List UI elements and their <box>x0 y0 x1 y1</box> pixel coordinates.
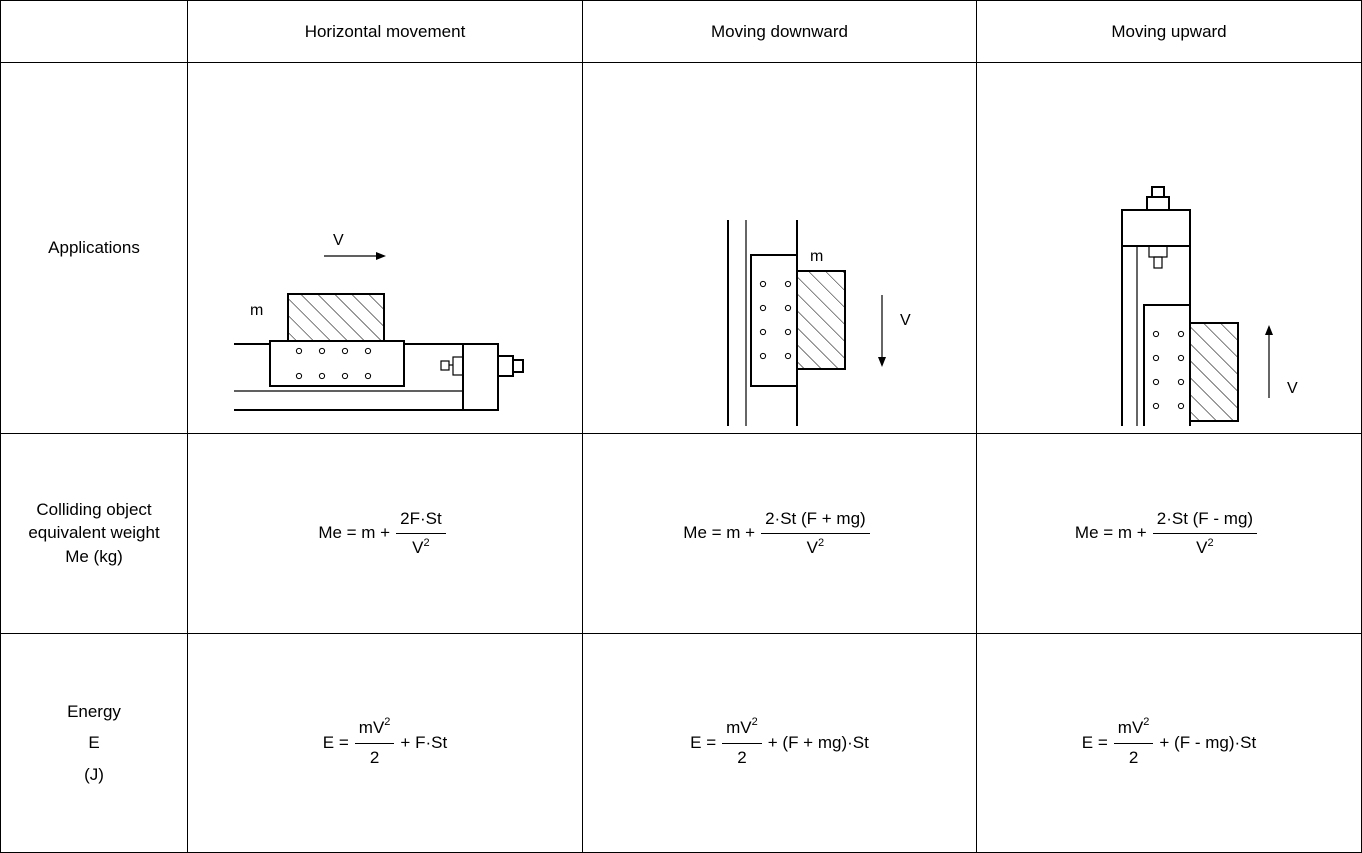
equivalent-weight-label-line2: equivalent weight <box>28 523 160 543</box>
applications-row: Applications <box>0 62 1362 513</box>
energy-label: Energy E (J) <box>0 632 188 853</box>
e-upward-formula: E = mV2 2 + (F - mg)·St <box>1082 716 1256 770</box>
energy-row: Energy E (J) E = mV2 2 + F·St E = mV2 2 <box>0 632 1362 853</box>
end-block <box>462 343 499 411</box>
mass-block <box>796 270 846 370</box>
header-row: Horizontal movement Moving downward Movi… <box>0 0 1362 63</box>
me-horizontal-formula: Me = m + 2F·St V2 <box>318 507 451 561</box>
energy-label-line1: Energy <box>67 701 121 721</box>
fraction: mV2 2 <box>722 716 762 770</box>
e-downward-cell: E = mV2 2 + (F + mg)·St <box>582 632 977 853</box>
horizontal-diagram-cell: V m <box>187 62 583 434</box>
formula-lhs: Me = m + <box>1074 523 1147 543</box>
numerator-exponent: 2 <box>384 716 391 729</box>
numerator-base: mV <box>358 718 385 737</box>
denominator: V2 <box>1196 534 1213 560</box>
bolt-holes <box>1152 330 1185 410</box>
formula-rhs: + (F + mg)·St <box>767 732 869 752</box>
mass-block <box>287 293 385 342</box>
denominator-base: V <box>806 538 818 558</box>
me-downward-cell: Me = m + 2·St (F + mg) V2 <box>582 432 977 634</box>
denominator-base: V <box>1196 538 1208 558</box>
denominator-exponent: 2 <box>1207 536 1214 549</box>
velocity-label: V <box>1287 380 1298 397</box>
denominator-exponent: 2 <box>423 536 430 549</box>
fraction: 2F·St V2 <box>396 507 446 561</box>
me-upward-formula: Me = m + 2·St (F - mg) V2 <box>1075 507 1263 561</box>
slider-body <box>269 340 405 387</box>
denominator: V2 <box>807 534 824 560</box>
slider-body <box>750 254 798 387</box>
e-downward-formula: E = mV2 2 + (F + mg)·St <box>690 716 869 770</box>
formula-rhs: + F·St <box>400 732 448 752</box>
numerator: mV2 <box>354 716 395 744</box>
velocity-label: V <box>333 232 344 249</box>
mass-label: m <box>810 248 823 265</box>
denominator: 2 <box>369 747 380 767</box>
numerator: 2·St (F + mg) <box>761 507 870 535</box>
shock-nut <box>512 359 524 373</box>
energy-label-line3: (J) <box>84 764 104 784</box>
mass-label: m <box>250 302 263 319</box>
formula-lhs: E = <box>1081 732 1108 752</box>
bolt-holes <box>295 347 372 380</box>
me-upward-cell: Me = m + 2·St (F - mg) V2 <box>976 432 1362 634</box>
fraction: 2·St (F + mg) V2 <box>761 507 870 561</box>
denominator: 2 <box>1128 747 1139 767</box>
equivalent-weight-label-line1: Colliding object <box>36 499 152 519</box>
e-horizontal-formula: E = mV2 2 + F·St <box>323 716 447 770</box>
end-block <box>1121 209 1191 247</box>
equivalent-weight-row: Colliding object equivalent weight Me (k… <box>0 432 1362 634</box>
moving-downward-diagram: m V <box>727 220 911 513</box>
numerator: mV2 <box>1113 716 1154 744</box>
denominator-base: V <box>412 538 424 558</box>
downward-diagram-cell: m V <box>582 62 977 513</box>
formula-lhs: Me = m + <box>318 523 391 543</box>
shock-thread <box>1146 196 1170 211</box>
e-upward-cell: E = mV2 2 + (F - mg)·St <box>976 632 1362 853</box>
velocity-label: V <box>900 312 911 329</box>
numerator-exponent: 2 <box>751 716 758 729</box>
numerator-base: mV <box>1117 718 1144 737</box>
formula-lhs: E = <box>322 732 349 752</box>
formula-lhs: Me = m + <box>683 523 756 543</box>
formula-lhs: E = <box>690 732 717 752</box>
mass-block <box>1189 322 1239 422</box>
header-moving-downward: Moving downward <box>582 0 977 63</box>
upward-diagram-cell: V m <box>976 62 1362 473</box>
header-horizontal-movement: Horizontal movement <box>187 0 583 63</box>
applications-label: Applications <box>0 62 188 434</box>
numerator: mV2 <box>722 716 762 744</box>
energy-label-line2: E <box>88 733 100 753</box>
numerator: 2·St (F - mg) <box>1152 507 1258 535</box>
shock-thread <box>497 355 514 377</box>
denominator: V2 <box>412 534 429 560</box>
equivalent-weight-label: Colliding object equivalent weight Me (k… <box>0 432 188 634</box>
bolt-holes <box>759 280 792 360</box>
shock-rod <box>440 360 450 371</box>
fraction: 2·St (F - mg) V2 <box>1152 507 1258 561</box>
e-horizontal-cell: E = mV2 2 + F·St <box>187 632 583 853</box>
fraction: mV2 2 <box>1113 716 1154 770</box>
numerator-base: mV <box>726 718 752 737</box>
shock-nut <box>1151 186 1165 198</box>
me-downward-formula: Me = m + 2·St (F + mg) V2 <box>683 507 875 561</box>
numerator-exponent: 2 <box>1143 716 1150 729</box>
shock-rod <box>1148 245 1168 258</box>
denominator-exponent: 2 <box>818 536 825 549</box>
header-moving-upward: Moving upward <box>976 0 1362 63</box>
horizontal-movement-diagram: V m <box>234 232 524 411</box>
corner-cell <box>0 0 188 63</box>
fraction: mV2 2 <box>354 716 395 770</box>
numerator: 2F·St <box>396 507 446 535</box>
denominator: 2 <box>737 747 747 767</box>
equivalent-weight-label-line3: Me (kg) <box>65 547 123 567</box>
moving-upward-diagram: V m <box>1121 186 1298 473</box>
formula-rhs: + (F - mg)·St <box>1159 732 1257 752</box>
me-horizontal-cell: Me = m + 2F·St V2 <box>187 432 583 634</box>
